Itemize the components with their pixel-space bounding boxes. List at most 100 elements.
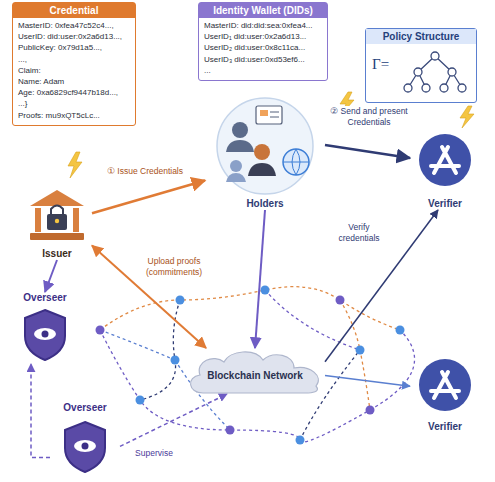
network-dots-part	[356, 346, 365, 355]
holders-illustration-part	[232, 122, 248, 138]
holders-illustration-part	[283, 149, 309, 175]
box-line: UserID₂ did:user:0x8c11ca...	[199, 42, 327, 53]
network-dots-part	[136, 396, 145, 405]
lightning-bolt-part	[68, 152, 82, 178]
box-line: MasterID: did:did:sea:0xfea4...	[199, 20, 327, 31]
overseer-node: Overseer	[10, 292, 80, 364]
edge-label: Upload proofs (commitments)	[138, 256, 210, 277]
node-label: Verifier	[428, 421, 462, 433]
edge-label: ② Send and present Credentials	[326, 106, 412, 127]
holders-node: Holders	[205, 92, 325, 210]
connector	[325, 210, 438, 362]
verifier-node: Verifier	[410, 130, 480, 210]
policy-tree-part	[404, 84, 412, 92]
blockchain-mesh-part	[265, 290, 360, 350]
policy-tree	[404, 52, 466, 92]
box-line: UserID₁ did:user:0x2a6d13...	[199, 31, 327, 42]
network-dots-part	[226, 426, 235, 435]
network-dots	[96, 286, 405, 445]
overseer-shield-part	[65, 422, 105, 472]
box-line: ...,	[13, 54, 135, 65]
cloud-outline	[191, 352, 319, 393]
issuer-icon-part	[55, 219, 59, 223]
blockchain-mesh-part	[300, 350, 360, 440]
box-line: PublicKey: 0x79d1a5...,	[13, 42, 135, 53]
node-label: Overseer	[63, 402, 106, 414]
issuer-icon	[30, 190, 84, 240]
verifier-icon-part	[419, 359, 471, 411]
overseer-shield-part	[74, 440, 96, 452]
holders-illustration-part	[248, 163, 276, 176]
overseer-shield-part	[34, 328, 56, 340]
connector	[255, 210, 265, 348]
verifier-icon	[419, 134, 471, 411]
issuer-icon-part	[30, 233, 84, 240]
holders-illustration-part	[230, 160, 242, 172]
box-line: Age: 0xa6829cf9447b18d...,	[13, 87, 135, 98]
issuer-node: Issuer	[22, 188, 92, 260]
policy-tree-part	[431, 52, 439, 60]
credential-box: CredentialMasterID: 0xfea47c52c4...,User…	[12, 2, 136, 126]
holders-illustration-part	[254, 144, 270, 160]
issuer-icon-part	[35, 208, 41, 232]
box-line: ...	[199, 65, 327, 76]
verifier-icon-part	[431, 147, 459, 173]
blockchain-mesh-part	[100, 330, 415, 442]
holders-illustration-part	[256, 106, 282, 124]
box-line: MasterID: 0xfea47c52c4...,	[13, 20, 135, 31]
box-line: Proofs: mu9xQT5cLc...	[13, 110, 135, 121]
box-line: UserID: did:user:0x2a6d13...,	[13, 31, 135, 42]
holders-illustration-part	[226, 173, 246, 182]
policy-tree-part	[440, 84, 448, 92]
network-dots-part	[96, 326, 105, 335]
network-dots-part	[336, 296, 345, 305]
box-line: Name: Adam	[13, 76, 135, 87]
issuer-icon-part	[30, 190, 84, 206]
policy-tree-part	[422, 84, 430, 92]
overseer-shield	[25, 310, 105, 472]
overseer-shield-part	[82, 443, 89, 450]
edge-label: Supervise	[128, 448, 180, 459]
overseer-shield-part	[25, 310, 65, 360]
issuer-icon-part	[51, 206, 63, 215]
overseer-shield-part	[42, 331, 49, 338]
box-line: Claim:	[13, 65, 135, 76]
box-heading: Credential	[13, 3, 135, 18]
node-label: Issuer	[42, 248, 71, 260]
holders-illustration	[217, 98, 313, 194]
node-label: Blockchain Network	[207, 370, 303, 381]
holders-illustration-part	[217, 98, 313, 194]
holders-illustration-part	[226, 140, 254, 152]
verifier-icon-part	[419, 134, 471, 186]
policy-tree-part	[408, 56, 462, 88]
blockchain-cloud: Blockchain Network	[185, 348, 325, 394]
verifier-icon-part	[431, 372, 459, 398]
network-dots-part	[176, 296, 185, 305]
box-line: ...}	[13, 98, 135, 109]
policy-tree-part	[448, 68, 456, 76]
node-label: Verifier	[428, 198, 462, 210]
edge-label: ① Issue Credentials	[98, 166, 192, 177]
blockchain-mesh-part	[340, 300, 370, 410]
network-dots-part	[171, 356, 180, 365]
issuer-icon-part	[73, 208, 79, 232]
connector	[31, 364, 50, 458]
holders-illustration-part	[283, 149, 309, 175]
node-label: Holders	[246, 198, 283, 210]
lightning-bolt-part	[460, 106, 474, 128]
blockchain-mesh-part	[140, 300, 180, 400]
box-line: Γ=	[366, 46, 476, 98]
holders-illustration-part	[270, 112, 279, 117]
connector	[120, 394, 227, 446]
wallet-box: Identity Wallet (DIDs)MasterID: did:did:…	[198, 2, 328, 81]
blockchain-mesh-part	[100, 330, 175, 360]
policy-tree-part	[458, 84, 466, 92]
connector	[325, 145, 410, 158]
edge-label: Verify credentials	[332, 222, 386, 243]
holders-illustration-part	[260, 110, 268, 116]
node-label: Overseer	[23, 292, 66, 304]
policy-tree-part	[414, 68, 422, 76]
policy-box: Policy StructureΓ=	[365, 28, 477, 103]
box-line: UserID₃ did:user:0xd53ef6...	[199, 54, 327, 65]
